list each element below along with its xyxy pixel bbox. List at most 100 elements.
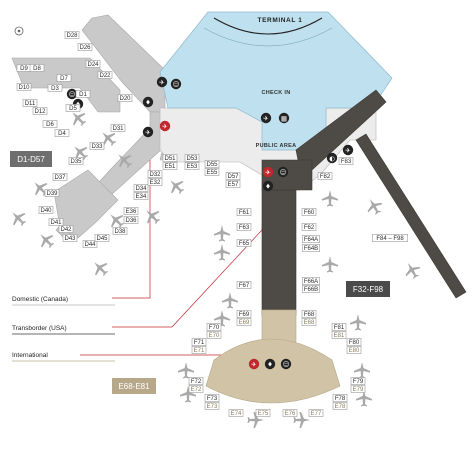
- gate-bg: [147, 170, 163, 178]
- gate-f64b: F64B: [301, 244, 320, 252]
- gate-f60: F60: [301, 208, 317, 216]
- icon-glyph: ✈: [345, 146, 351, 154]
- gate-bg: [301, 277, 320, 285]
- gate-bg: [123, 216, 139, 224]
- airplane-shape: [12, 212, 27, 227]
- security-icon: ✈: [260, 112, 272, 124]
- gate-bg: [123, 207, 139, 215]
- gate-bg: [204, 394, 220, 402]
- gate-bg: [301, 310, 317, 318]
- facility-icons: ✈☺♦☺♦✈✈✈▦✈☺♦◐✈✈♦☺: [66, 76, 354, 370]
- airplane-shape: [350, 314, 366, 331]
- icon-disc: [142, 126, 154, 138]
- gate-bg: [332, 394, 348, 402]
- gate-f69: F69: [236, 310, 252, 318]
- gate-bg: [371, 234, 408, 242]
- icon-glyph: ♦: [267, 360, 273, 368]
- icon-glyph: ☺: [280, 168, 287, 176]
- gate-bg: [206, 323, 222, 331]
- gate-label: F79: [353, 379, 364, 385]
- gate-label: F82: [320, 174, 331, 180]
- gate-bg: [346, 338, 362, 346]
- icon-disc: [170, 78, 182, 90]
- corner-icon-circle: [14, 26, 24, 36]
- gate-d11: D11: [22, 99, 38, 107]
- gate-d28: D28: [64, 31, 80, 39]
- corner-icon: [14, 26, 24, 36]
- legend-transborder: Transborder (USA): [12, 325, 67, 332]
- gate-bg: [133, 192, 149, 200]
- airplane-shape: [293, 412, 310, 428]
- pier-badge-f-bg: [346, 281, 390, 297]
- gate-bg: [188, 385, 204, 393]
- gate-d31: D31: [110, 124, 126, 132]
- gate-bg: [331, 331, 347, 339]
- gate-label: D39: [46, 191, 58, 197]
- airplane-shape: [214, 310, 230, 327]
- gate-d8: D8: [29, 64, 45, 72]
- gate-label: D40: [40, 208, 52, 214]
- gate-d39: D39: [44, 189, 60, 197]
- gate-d4: D4: [54, 129, 70, 137]
- gate-label: D32: [149, 172, 161, 178]
- gate-e73: E73: [204, 402, 220, 410]
- restroom-icon: ♦: [264, 358, 276, 370]
- gate-f73: F73: [204, 394, 220, 402]
- gate-bg: [184, 154, 200, 162]
- gate-bg: [204, 160, 220, 168]
- airplane-icon: [354, 362, 370, 379]
- gate-bg: [38, 206, 54, 214]
- airplane-shape: [94, 262, 109, 277]
- gate-bg: [94, 234, 110, 242]
- terminal-roof-arc-2: [203, 27, 333, 47]
- icon-glyph: ✈: [159, 78, 165, 86]
- gate-label: D43: [64, 236, 76, 242]
- airplane-shape: [247, 412, 264, 428]
- gate-f63: F63: [236, 223, 252, 231]
- gate-label: F63: [239, 225, 250, 231]
- gate-e81: E81: [331, 331, 347, 339]
- gate-e80: E80: [346, 346, 362, 354]
- icon-disc: [280, 358, 292, 370]
- gate-bg: [206, 331, 222, 339]
- icon-disc: [264, 358, 276, 370]
- gate-bg: [147, 178, 163, 186]
- gate-label: F69: [239, 312, 250, 318]
- airplane-shape: [34, 182, 49, 197]
- pier-e-spine: [261, 309, 297, 343]
- gate-bg: [236, 281, 252, 289]
- pier-badge-e: E68-E81: [112, 378, 156, 394]
- gate-label: E32: [150, 180, 161, 186]
- gate-bg: [317, 172, 333, 180]
- passport-icon: ☺: [280, 358, 292, 370]
- gate-d57: D57: [225, 172, 241, 180]
- icon-glyph: ◐: [329, 154, 335, 162]
- airplane-icon: [350, 314, 366, 331]
- gate-bg: [204, 168, 220, 176]
- gate-bg: [236, 310, 252, 318]
- gate-label: F72: [191, 379, 202, 385]
- gate-label: D53: [186, 156, 198, 162]
- gate-label: E70: [209, 333, 220, 339]
- terminal-roof-arc: [213, 17, 323, 35]
- pier-badge-d: D1-D57: [10, 151, 52, 167]
- airplane-icon: [170, 180, 185, 195]
- gate-label: F81: [334, 325, 345, 331]
- gate-d41: D41: [48, 218, 64, 226]
- gate-label: F68: [304, 312, 315, 318]
- icon-disc: [248, 358, 260, 370]
- gate-d36: D36: [123, 216, 139, 224]
- gate-label: F62: [304, 225, 315, 231]
- gate-bg: [89, 142, 105, 150]
- airplane-icon: [74, 146, 89, 161]
- gate-label: F83: [341, 159, 352, 165]
- airplane-icon: [367, 199, 383, 215]
- airplane-icon: [72, 112, 87, 127]
- gate-bg: [65, 104, 81, 112]
- gate-label: D51: [164, 156, 176, 162]
- gate-d7: D7: [56, 74, 72, 82]
- gate-bg: [228, 409, 244, 417]
- gate-label: E34: [136, 194, 147, 200]
- gate-bg: [301, 318, 317, 326]
- airplane-icon: [322, 256, 338, 273]
